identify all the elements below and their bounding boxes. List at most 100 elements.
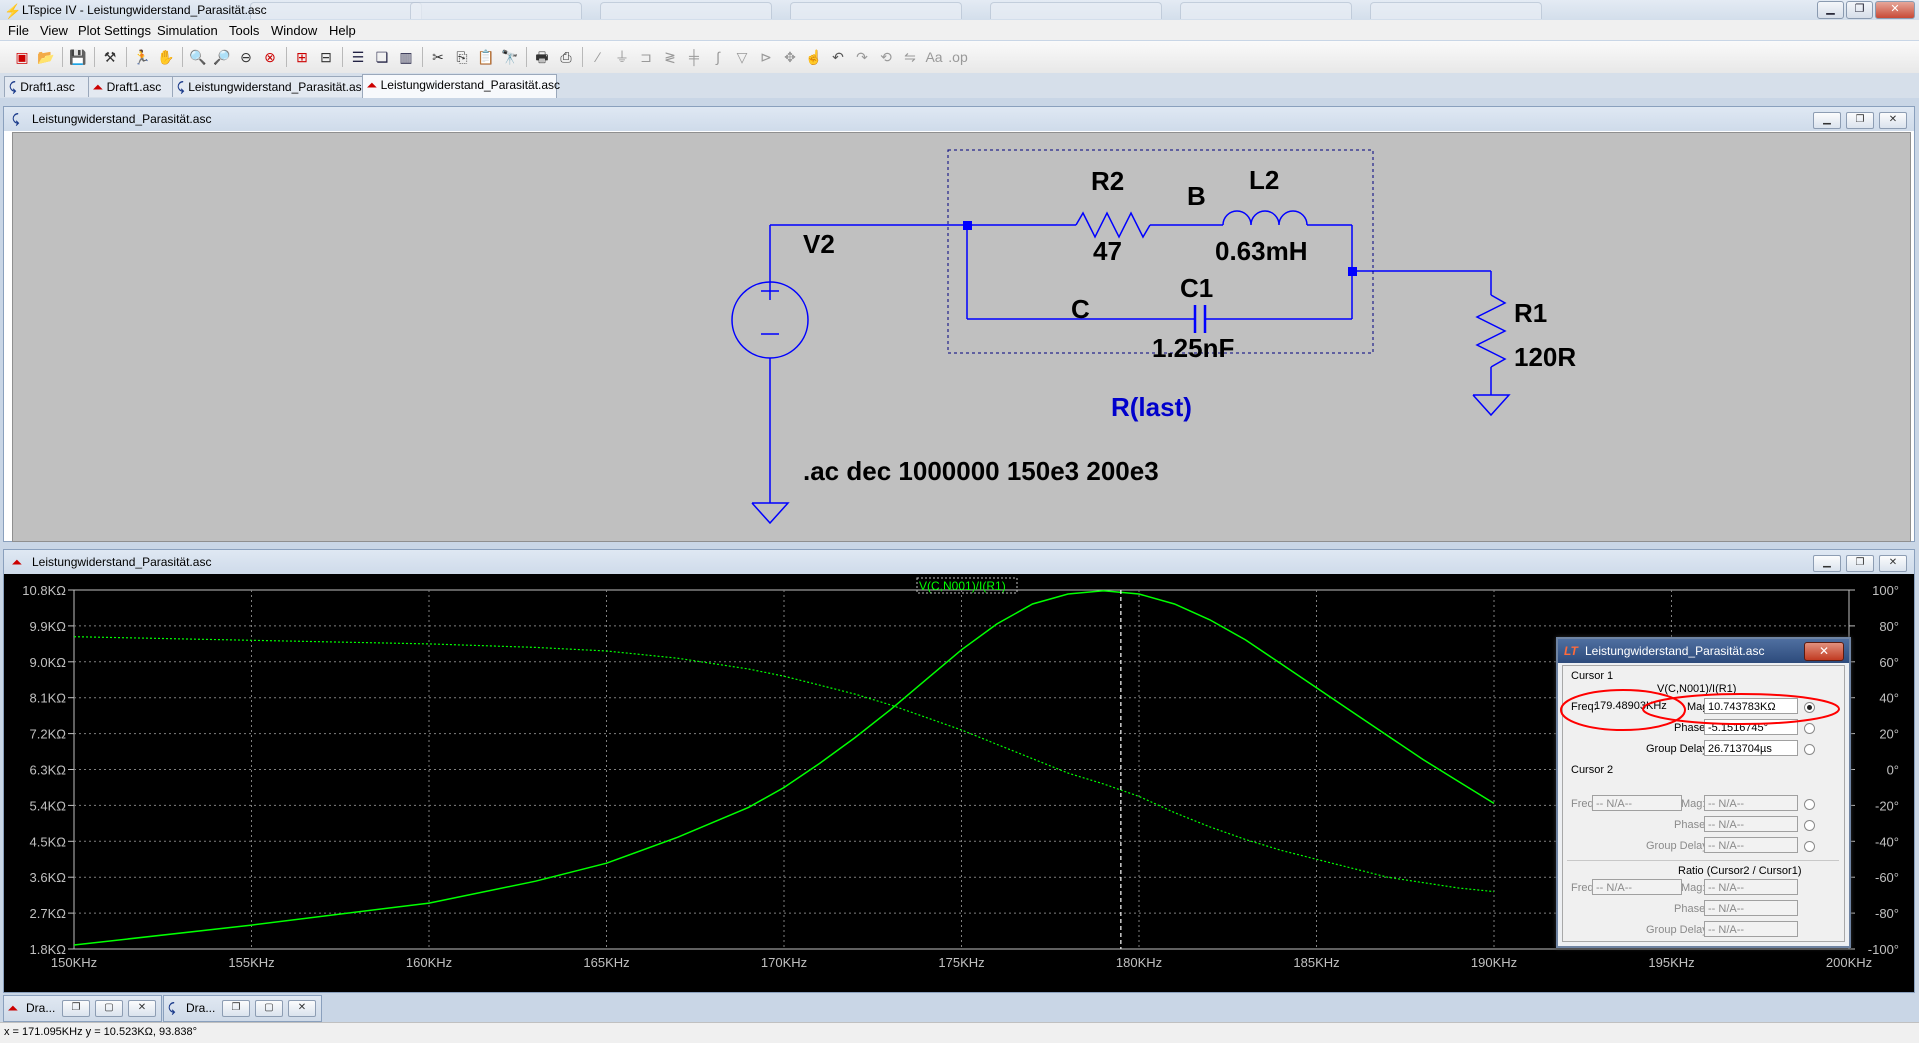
ac-directive[interactable]: .ac dec 1000000 150e3 200e3 bbox=[803, 456, 1159, 486]
plot-close-button[interactable]: ✕ bbox=[1879, 555, 1907, 572]
resistor-icon[interactable]: ≷ bbox=[664, 49, 676, 65]
run-icon[interactable]: 🏃 bbox=[133, 49, 151, 65]
r1-resistor-symbol[interactable] bbox=[1475, 294, 1507, 368]
zoom-out-icon[interactable]: ⊖ bbox=[240, 49, 252, 65]
l2-name[interactable]: L2 bbox=[1249, 165, 1279, 195]
rlast-group-box[interactable] bbox=[947, 149, 1374, 354]
document-tabs: ⤹Draft1.asc ⏶Draft1.asc ⤹Leistungwiderst… bbox=[0, 73, 1919, 98]
new-schematic-icon[interactable]: ▣ bbox=[15, 49, 29, 65]
node-b-label[interactable]: B bbox=[1187, 181, 1206, 211]
tile-vertical-icon[interactable]: ▥ bbox=[399, 49, 413, 65]
label-net-icon[interactable]: ⊐ bbox=[640, 49, 652, 65]
autorange-icon[interactable]: ⊞ bbox=[296, 49, 308, 65]
cursor-dialog-close-button[interactable]: ✕ bbox=[1804, 642, 1844, 661]
undo-icon[interactable]: ↶ bbox=[832, 49, 844, 65]
component-icon[interactable]: ⊳ bbox=[760, 49, 772, 65]
schematic-minimize-button[interactable]: ▁ bbox=[1813, 112, 1841, 129]
ground-icon[interactable]: ⏚ bbox=[615, 49, 629, 65]
l2-value[interactable]: 0.63mH bbox=[1215, 236, 1308, 266]
cut-icon[interactable]: ✂ bbox=[432, 49, 444, 65]
group-delay-value[interactable]: 26.713704µs bbox=[1704, 740, 1798, 756]
c1-name[interactable]: C1 bbox=[1180, 273, 1213, 303]
print-icon[interactable]: ⎙ bbox=[560, 49, 572, 65]
save-icon[interactable]: 💾 bbox=[69, 49, 87, 65]
draw-wire-icon[interactable]: ∕ bbox=[596, 49, 600, 65]
schematic-close-button[interactable]: ✕ bbox=[1879, 112, 1907, 129]
capacitor-icon[interactable]: ╪ bbox=[689, 49, 699, 65]
r2-resistor-symbol[interactable] bbox=[1075, 211, 1151, 239]
restore-button[interactable]: ❐ bbox=[222, 1000, 250, 1017]
menu-help[interactable]: Help bbox=[329, 23, 356, 38]
copy-icon[interactable]: ⎘ bbox=[456, 49, 468, 65]
mag-radio[interactable] bbox=[1804, 702, 1815, 713]
minimized-window-schematic[interactable]: ⤹ Dra... ❐ ▢ ✕ bbox=[163, 995, 322, 1022]
mag-value[interactable]: 10.743783KΩ bbox=[1704, 698, 1798, 714]
menu-file[interactable]: File bbox=[8, 23, 29, 38]
halt-icon[interactable]: ✋ bbox=[157, 49, 175, 65]
phase-value[interactable]: -5.1516745° bbox=[1704, 719, 1798, 735]
c1-value[interactable]: 1.25nF bbox=[1152, 333, 1234, 363]
redo-icon[interactable]: ↷ bbox=[856, 49, 868, 65]
phase-trace[interactable] bbox=[73, 636, 1495, 893]
minimized-window-plot[interactable]: ⏶ Dra... ❐ ▢ ✕ bbox=[3, 995, 162, 1022]
drag-icon[interactable]: ☝ bbox=[805, 49, 823, 65]
doc-tab-draft1[interactable]: ⤹Draft1.asc bbox=[4, 76, 92, 97]
zoom-in-icon[interactable]: 🔍 bbox=[189, 49, 207, 65]
magnitude-trace[interactable] bbox=[73, 590, 1495, 946]
maximize-button[interactable]: ▢ bbox=[255, 1000, 283, 1017]
doc-tab-leistung-plot[interactable]: ⏶Leistungwiderstand_Parasität.asc bbox=[362, 74, 560, 98]
app-title: LTspice IV - Leistungwiderstand_Parasitä… bbox=[22, 3, 267, 17]
pan-icon[interactable]: 🔎 bbox=[213, 49, 231, 65]
find-icon[interactable]: 🔭 bbox=[501, 49, 519, 65]
rlast-label[interactable]: R(last) bbox=[1111, 392, 1192, 422]
cascade-icon[interactable]: ❏ bbox=[375, 49, 389, 65]
inductor-icon[interactable]: ∫ bbox=[716, 49, 720, 65]
control-panel-icon[interactable]: ⚒ bbox=[103, 49, 117, 65]
menu-simulation[interactable]: Simulation bbox=[157, 23, 218, 38]
doc-tab-leistung-schematic[interactable]: ⤹Leistungwiderstand_Parasität.asc bbox=[172, 76, 368, 97]
menu-tools[interactable]: Tools bbox=[229, 23, 260, 38]
freq-value[interactable]: 179.48903KHz bbox=[1594, 700, 1667, 712]
close-button[interactable]: ✕ bbox=[128, 1000, 156, 1017]
tile-horizontal-icon[interactable]: ☰ bbox=[351, 49, 365, 65]
move-icon[interactable]: ✥ bbox=[784, 49, 796, 65]
schematic-canvas[interactable]: V2 R2 47 B L2 0.63mH C C1 1.25nF R1 120R… bbox=[12, 132, 1911, 542]
close-button[interactable]: ✕ bbox=[288, 1000, 316, 1017]
group-delay-radio[interactable] bbox=[1804, 744, 1815, 755]
grid-icon[interactable]: ⊟ bbox=[320, 49, 332, 65]
r2-value[interactable]: 47 bbox=[1093, 236, 1122, 266]
plot-restore-button[interactable]: ❐ bbox=[1846, 555, 1874, 572]
plot-window-title: Leistungwiderstand_Parasität.asc bbox=[32, 555, 212, 569]
doc-tab-draft1-2[interactable]: ⏶Draft1.asc bbox=[88, 76, 176, 97]
rotate-icon[interactable]: ⟲ bbox=[880, 49, 892, 65]
open-icon[interactable]: 📂 bbox=[37, 49, 55, 65]
menu-plot-settings[interactable]: Plot Settings bbox=[78, 23, 151, 38]
y2-tick-label: -60° bbox=[1875, 870, 1899, 885]
v2-label[interactable]: V2 bbox=[803, 229, 835, 259]
y2-tick-label: 20° bbox=[1879, 727, 1899, 742]
restore-button[interactable]: ❐ bbox=[1846, 1, 1873, 19]
print-setup-icon[interactable]: 🖶 bbox=[535, 49, 549, 65]
plot-minimize-button[interactable]: ▁ bbox=[1813, 555, 1841, 572]
paste-icon[interactable]: 📋 bbox=[477, 49, 495, 65]
close-button[interactable]: ✕ bbox=[1875, 1, 1915, 19]
phase-radio[interactable] bbox=[1804, 723, 1815, 734]
l2-inductor-symbol[interactable] bbox=[1222, 210, 1308, 226]
node-c-label[interactable]: C bbox=[1071, 294, 1090, 324]
r1-value[interactable]: 120R bbox=[1514, 342, 1576, 372]
zoom-fit-icon[interactable]: ⊗ bbox=[264, 49, 276, 65]
text-icon[interactable]: Aa bbox=[925, 49, 943, 65]
maximize-button[interactable]: ▢ bbox=[95, 1000, 123, 1017]
menu-window[interactable]: Window bbox=[271, 23, 318, 38]
restore-button[interactable]: ❐ bbox=[62, 1000, 90, 1017]
r1-name[interactable]: R1 bbox=[1514, 298, 1547, 328]
r2-name[interactable]: R2 bbox=[1091, 166, 1124, 196]
schematic-restore-button[interactable]: ❐ bbox=[1846, 112, 1874, 129]
menu-view[interactable]: View bbox=[40, 23, 68, 38]
diode-icon[interactable]: ▽ bbox=[736, 49, 748, 65]
cursor-dialog: LT Leistungwiderstand_Parasität.asc ✕ Cu… bbox=[1556, 637, 1851, 948]
minimize-button[interactable]: ▁ bbox=[1817, 1, 1844, 19]
trace-label[interactable]: V(C,N001)/I(R1) bbox=[919, 579, 1006, 593]
spice-directive-icon[interactable]: .op bbox=[948, 49, 968, 65]
mirror-icon[interactable]: ⇋ bbox=[904, 49, 916, 65]
